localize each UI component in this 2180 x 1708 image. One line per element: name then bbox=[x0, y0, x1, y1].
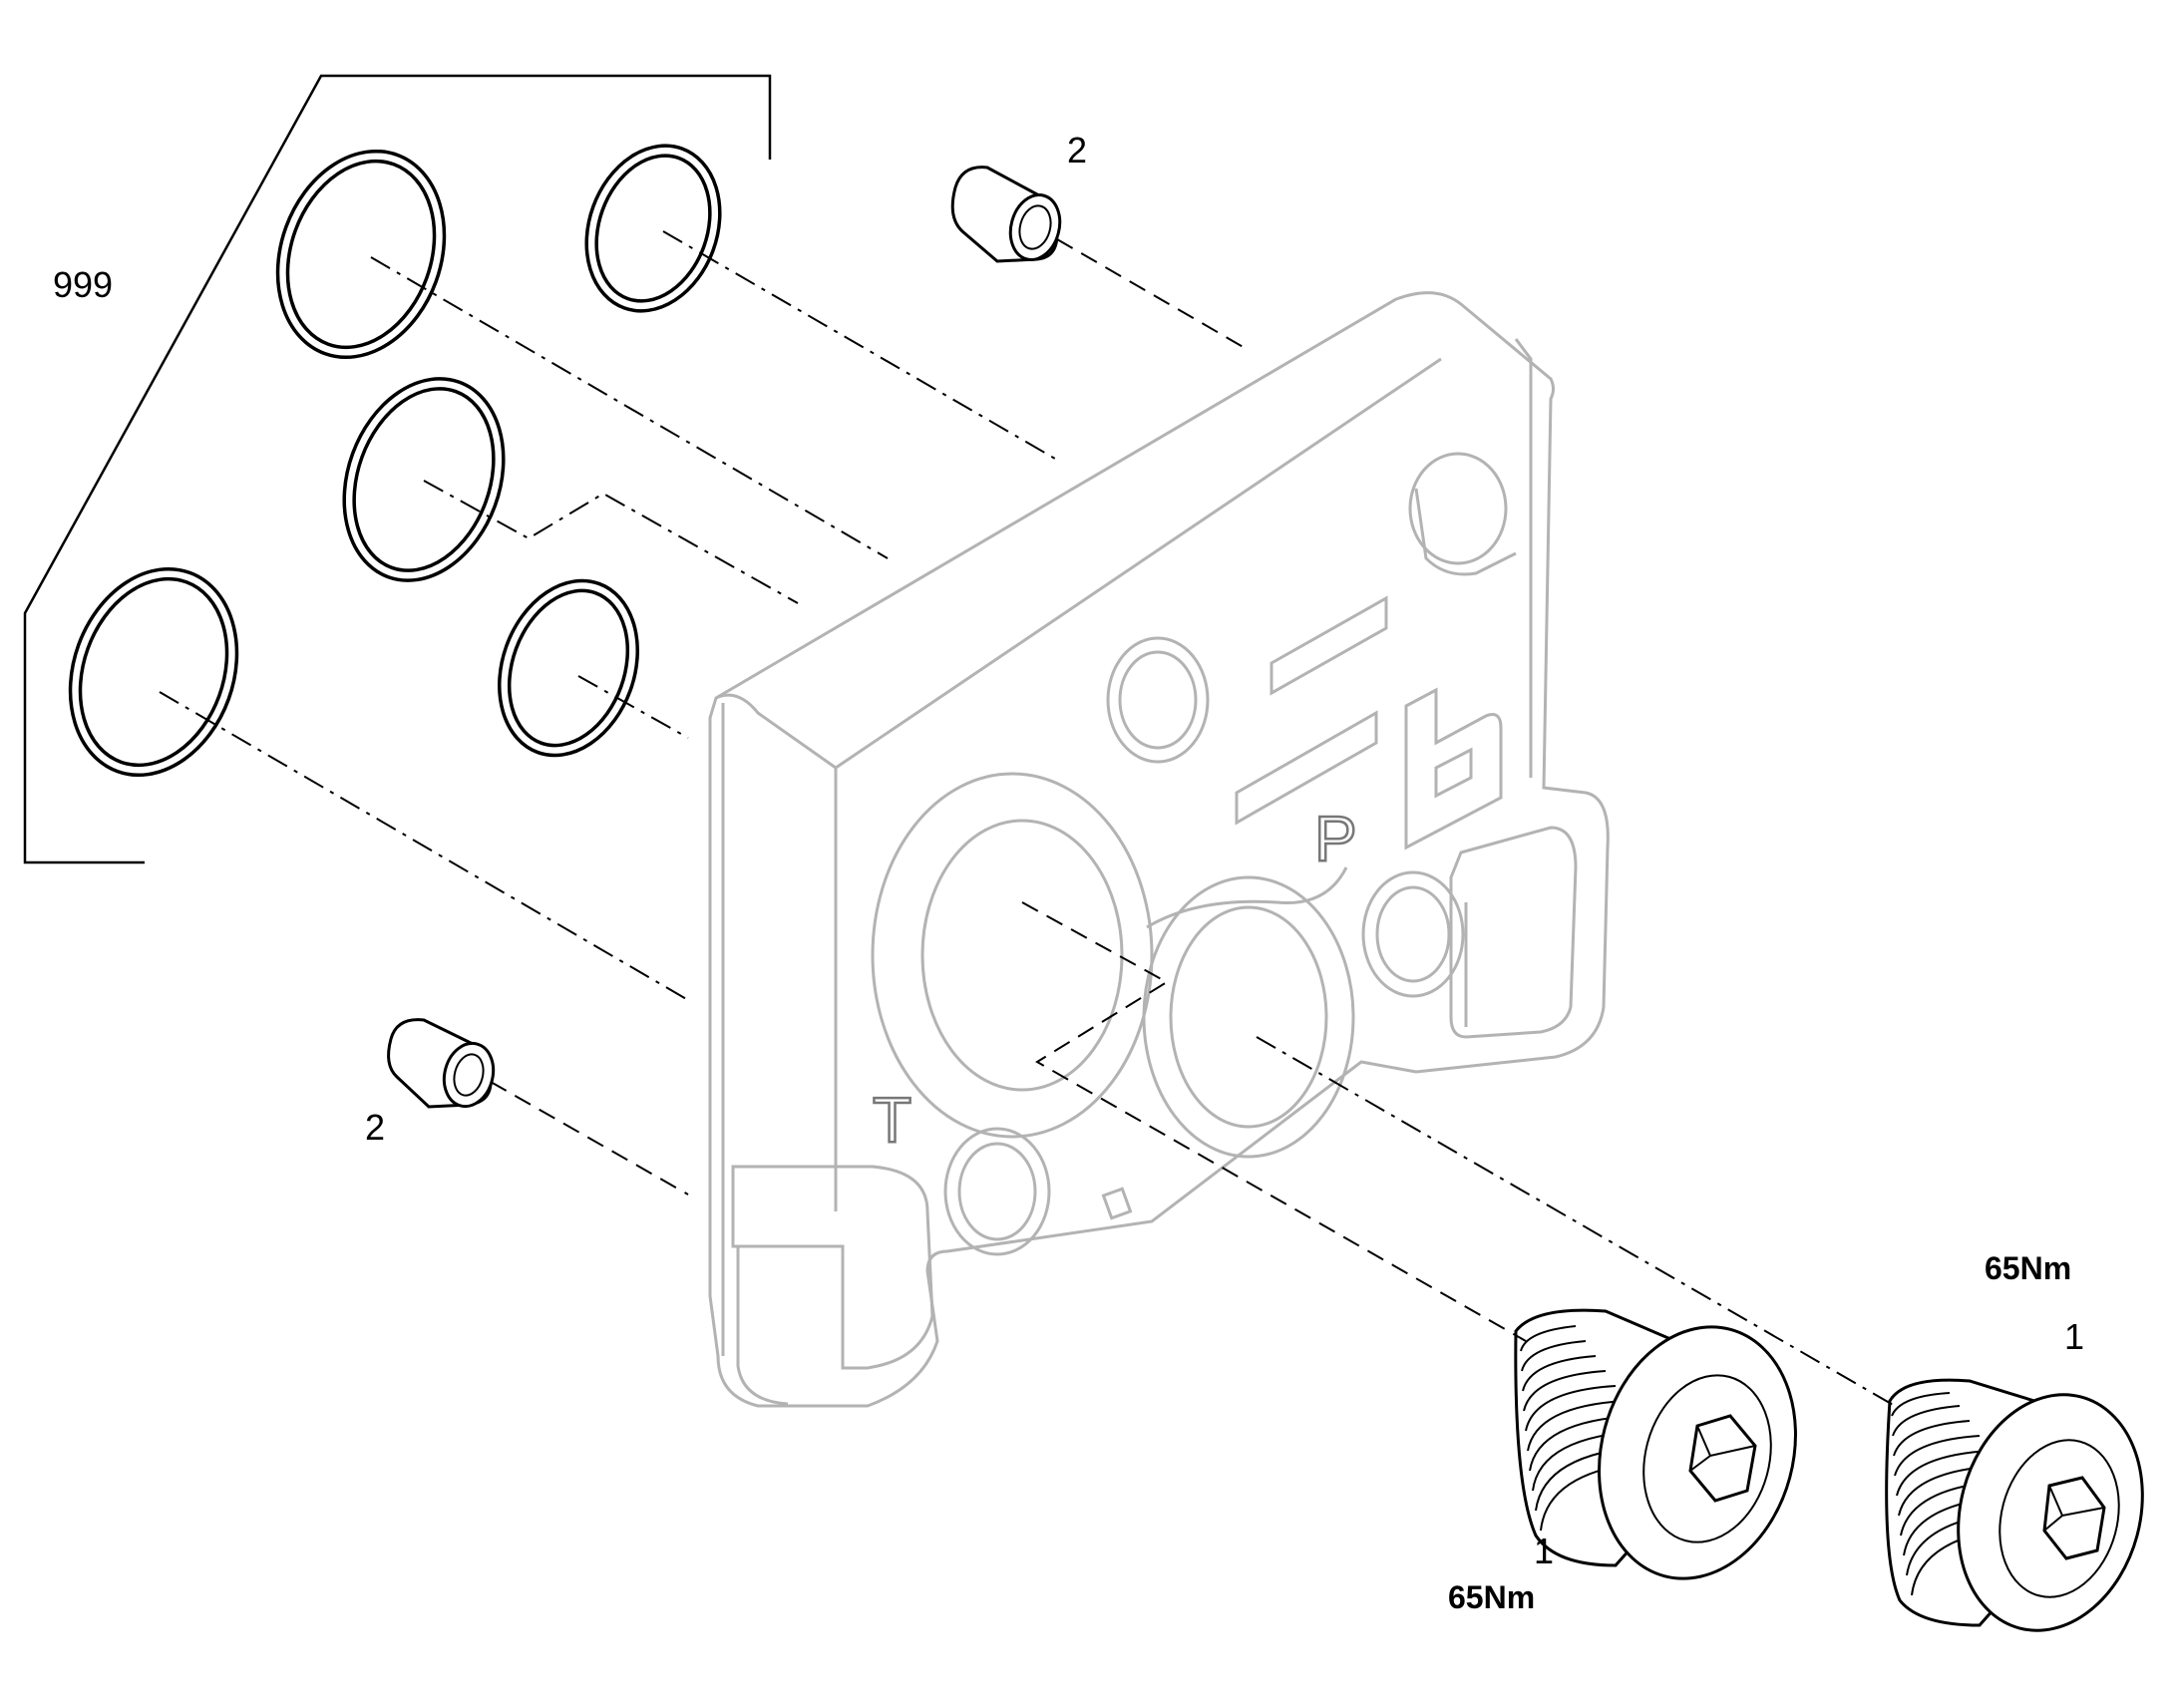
plug-left-number-label: 1 bbox=[1534, 1531, 1554, 1571]
o-ring bbox=[498, 578, 639, 758]
plug-right-torque-label: 65Nm bbox=[1985, 1250, 2071, 1286]
dowel-pin-top bbox=[950, 166, 1062, 263]
port-p-engraving: P bbox=[1314, 803, 1357, 874]
kit-number-label: 999 bbox=[53, 264, 113, 305]
screw-plug-left bbox=[1514, 1308, 1797, 1580]
pin-top-number-label: 2 bbox=[1067, 130, 1087, 171]
plug-left-torque-label: 65Nm bbox=[1448, 1579, 1535, 1615]
screw-plug-right bbox=[1885, 1378, 2144, 1632]
o-ring bbox=[275, 149, 447, 360]
pin-left-number-label: 2 bbox=[365, 1107, 385, 1148]
assembly-lines bbox=[159, 230, 1896, 1407]
kit-bracket bbox=[23, 74, 772, 864]
o-ring bbox=[584, 144, 722, 313]
o-ring bbox=[68, 566, 239, 778]
o-rings bbox=[68, 144, 722, 778]
plug-right-number-label: 1 bbox=[2064, 1316, 2084, 1357]
o-ring bbox=[342, 377, 506, 582]
dowel-pin-left bbox=[387, 1018, 496, 1109]
port-t-engraving: T bbox=[873, 1084, 911, 1156]
valve-housing bbox=[708, 291, 1610, 1408]
